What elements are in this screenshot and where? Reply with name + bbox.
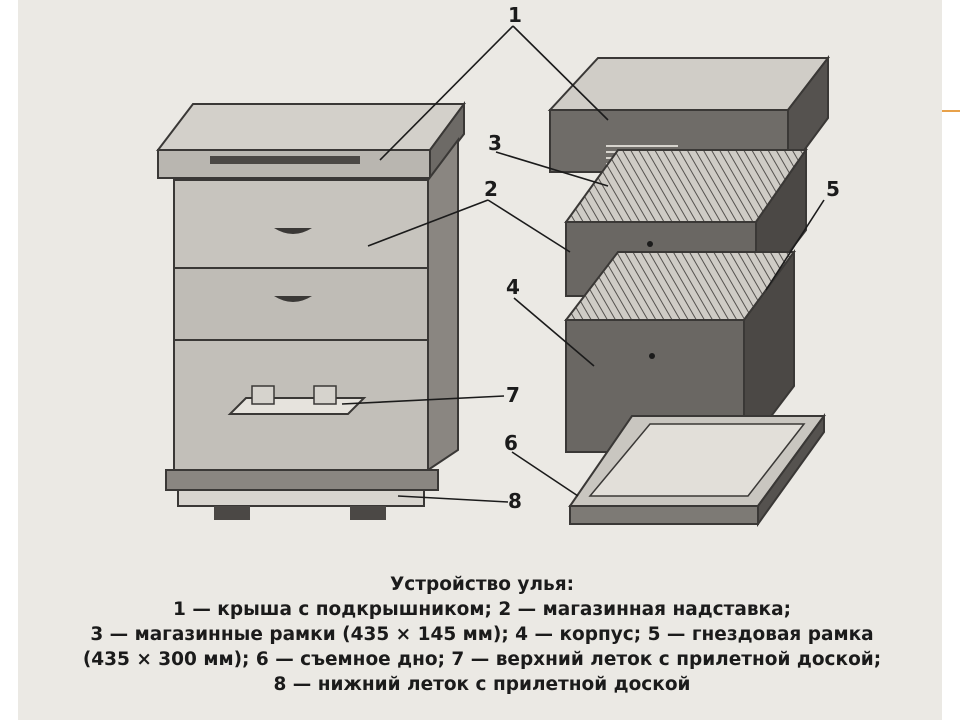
super-entrance-hole	[647, 241, 653, 247]
roof-vent-slot	[210, 156, 360, 164]
hive-body-side	[427, 137, 459, 472]
callout-8: 8	[508, 489, 522, 513]
hive-super-1	[173, 179, 429, 269]
upper-entrance-board	[227, 397, 367, 415]
super-2-handle	[274, 296, 312, 302]
callout-3: 3	[488, 131, 502, 155]
bottom-board-inner	[588, 423, 806, 497]
bottom-board-front	[569, 505, 759, 525]
callout-1: 1	[508, 3, 522, 27]
body-entrance-hole	[649, 353, 655, 359]
hive-super-2	[173, 267, 429, 341]
caption-line-2: 3 — магазинные рамки (435 × 145 мм); 4 —…	[90, 624, 874, 645]
callout-6: 6	[504, 431, 518, 455]
exploded-hive	[547, 55, 831, 528]
assembled-hive	[155, 100, 466, 520]
hive-roof-side	[429, 100, 465, 181]
caption-line-1: 1 — крыша с подкрышником; 2 — магазинная…	[173, 599, 791, 620]
caption-title: Устройство улья:	[390, 574, 574, 595]
callout-2: 2	[484, 177, 498, 201]
callout-5: 5	[826, 177, 840, 201]
upper-entrance-block-right	[313, 385, 337, 405]
bottom-board-side	[757, 412, 825, 528]
callout-4: 4	[506, 275, 520, 299]
upper-entrance-block-left	[251, 385, 275, 405]
caption-line-3: (435 × 300 мм); 6 — съемное дно; 7 — вер…	[82, 649, 882, 670]
caption-line-4: 8 — нижний леток с прилетной доской	[273, 674, 691, 695]
figure-caption: Устройство улья: 1 — крыша с подкрышнико…	[22, 572, 942, 697]
hive-bottom-board	[165, 469, 439, 491]
callout-7: 7	[506, 383, 520, 407]
beehive-illustration: 1 2 3 4 5 6 7 8	[155, 3, 840, 528]
leader-lines	[341, 25, 825, 503]
lower-entrance-board	[177, 489, 425, 507]
exploded-body-side	[743, 248, 795, 455]
slide-accent-line	[942, 110, 960, 112]
hive-leg-left	[214, 506, 250, 520]
exploded-roof-top	[547, 57, 831, 111]
super-1-handle	[274, 228, 312, 234]
hive-roof-top	[155, 103, 466, 151]
hive-leg-right	[350, 506, 386, 520]
